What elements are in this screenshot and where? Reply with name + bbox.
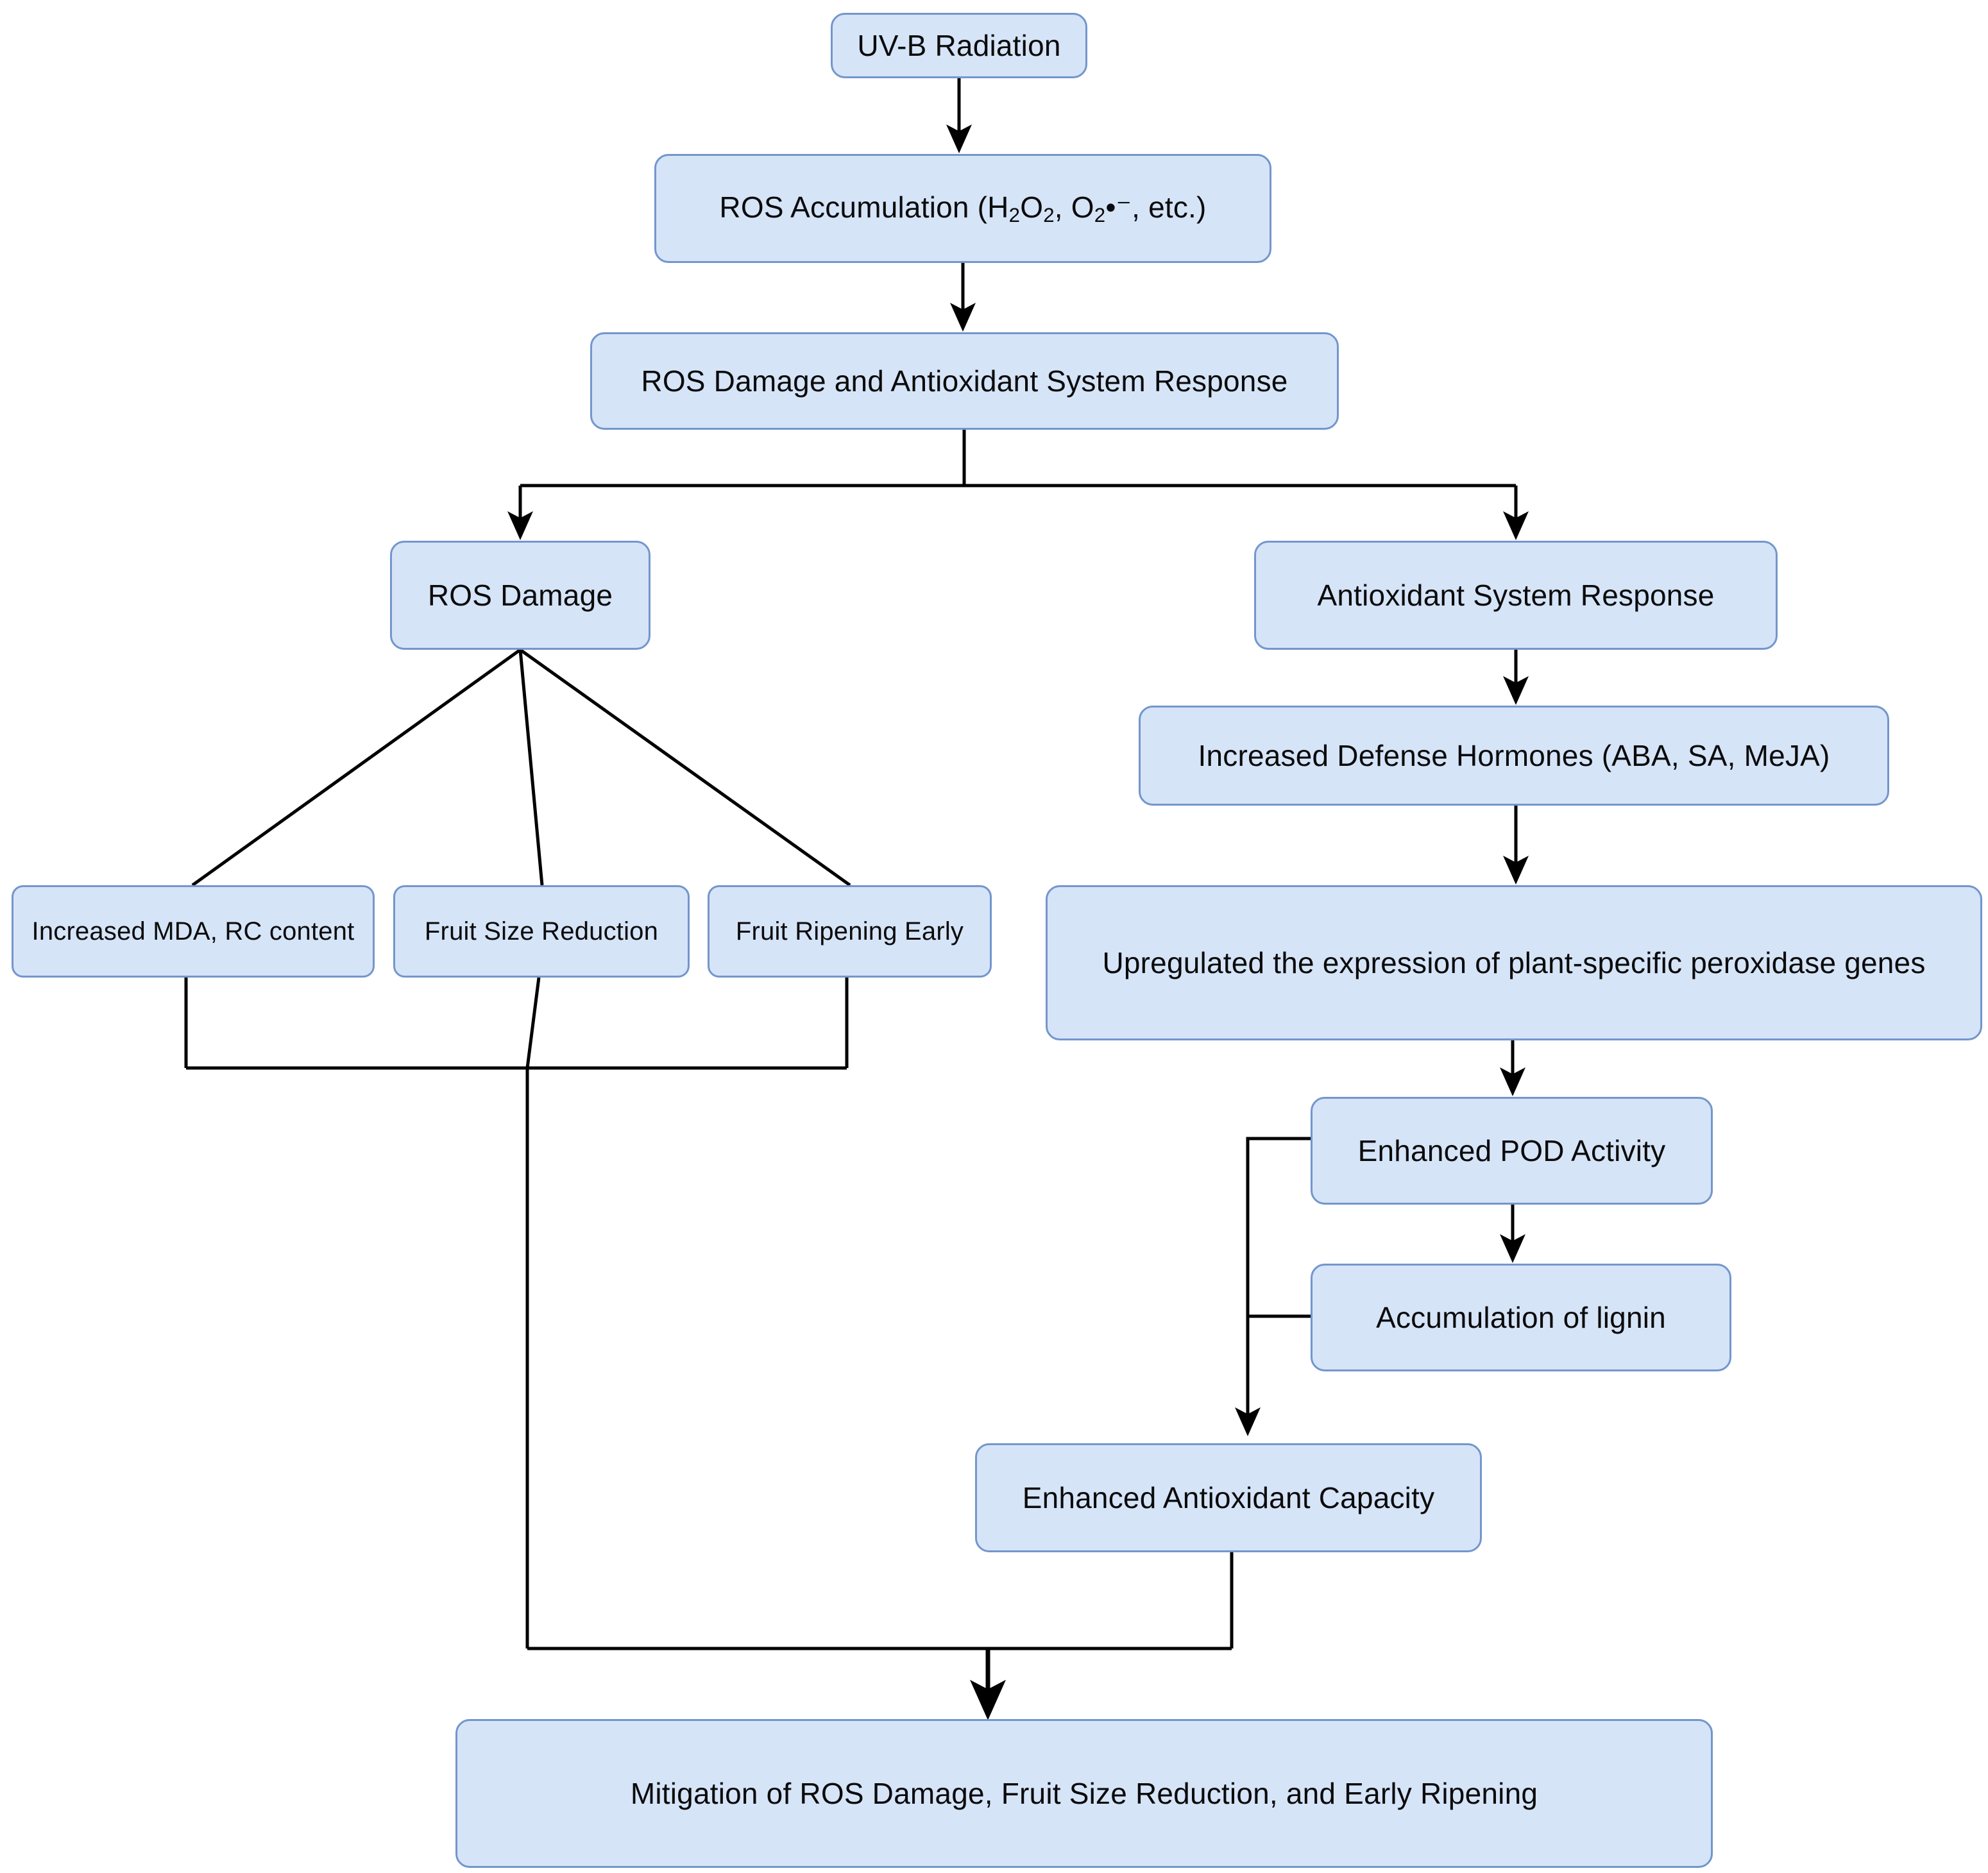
edge-pod-to-merge-bus	[1235, 1137, 1311, 1437]
node-upregulated-peroxidase-genes[interactable]: Upregulated the expression of plant-spec…	[1046, 885, 1982, 1040]
edge-fruit-size-down	[525, 977, 541, 1069]
node-label: ROS Accumulation (H2O2, O2•⁻, etc.)	[719, 190, 1207, 226]
node-uv-b-radiation[interactable]: UV-B Radiation	[831, 13, 1087, 78]
node-label: Enhanced Antioxidant Capacity	[1022, 1480, 1435, 1514]
node-label: Fruit Size Reduction	[424, 917, 659, 945]
node-accumulation-of-lignin[interactable]: Accumulation of lignin	[1311, 1264, 1731, 1371]
node-label: Enhanced POD Activity	[1357, 1133, 1666, 1167]
node-ros-accumulation[interactable]: ROS Accumulation (H2O2, O2•⁻, etc.)	[654, 154, 1271, 263]
node-label: Upregulated the expression of plant-spec…	[1102, 945, 1926, 979]
node-antioxidant-system-response[interactable]: Antioxidant System Response	[1254, 541, 1778, 650]
node-fruit-size-reduction[interactable]: Fruit Size Reduction	[393, 885, 690, 978]
edge-ros-damage-to-fruit-size	[518, 649, 544, 886]
node-fruit-ripening-early[interactable]: Fruit Ripening Early	[708, 885, 992, 978]
node-ros-damage[interactable]: ROS Damage	[390, 541, 650, 650]
edge-ros-damage-to-fruit-ripening	[519, 648, 851, 887]
node-enhanced-antioxidant-capacity[interactable]: Enhanced Antioxidant Capacity	[975, 1443, 1482, 1552]
node-increased-defense-hormones[interactable]: Increased Defense Hormones (ABA, SA, MeJ…	[1139, 706, 1889, 806]
node-label: Fruit Ripening Early	[735, 917, 964, 945]
node-ros-damage-and-antioxidant-system-response[interactable]: ROS Damage and Antioxidant System Respon…	[590, 332, 1339, 430]
node-label: Antioxidant System Response	[1317, 578, 1715, 612]
node-increased-mda-rc-content[interactable]: Increased MDA, RC content	[12, 885, 375, 978]
node-label: Increased MDA, RC content	[31, 917, 355, 945]
node-label: Mitigation of ROS Damage, Fruit Size Red…	[630, 1776, 1538, 1810]
node-label: ROS Damage	[427, 578, 613, 612]
edge-ros-damage-to-increased-mda	[191, 648, 522, 887]
node-label: UV-B Radiation	[857, 28, 1061, 62]
node-label: Accumulation of lignin	[1376, 1300, 1666, 1334]
node-mitigation[interactable]: Mitigation of ROS Damage, Fruit Size Red…	[455, 1719, 1713, 1868]
node-enhanced-pod-activity[interactable]: Enhanced POD Activity	[1311, 1097, 1713, 1205]
node-label: ROS Damage and Antioxidant System Respon…	[641, 364, 1288, 398]
node-label: Increased Defense Hormones (ABA, SA, MeJ…	[1198, 738, 1830, 772]
